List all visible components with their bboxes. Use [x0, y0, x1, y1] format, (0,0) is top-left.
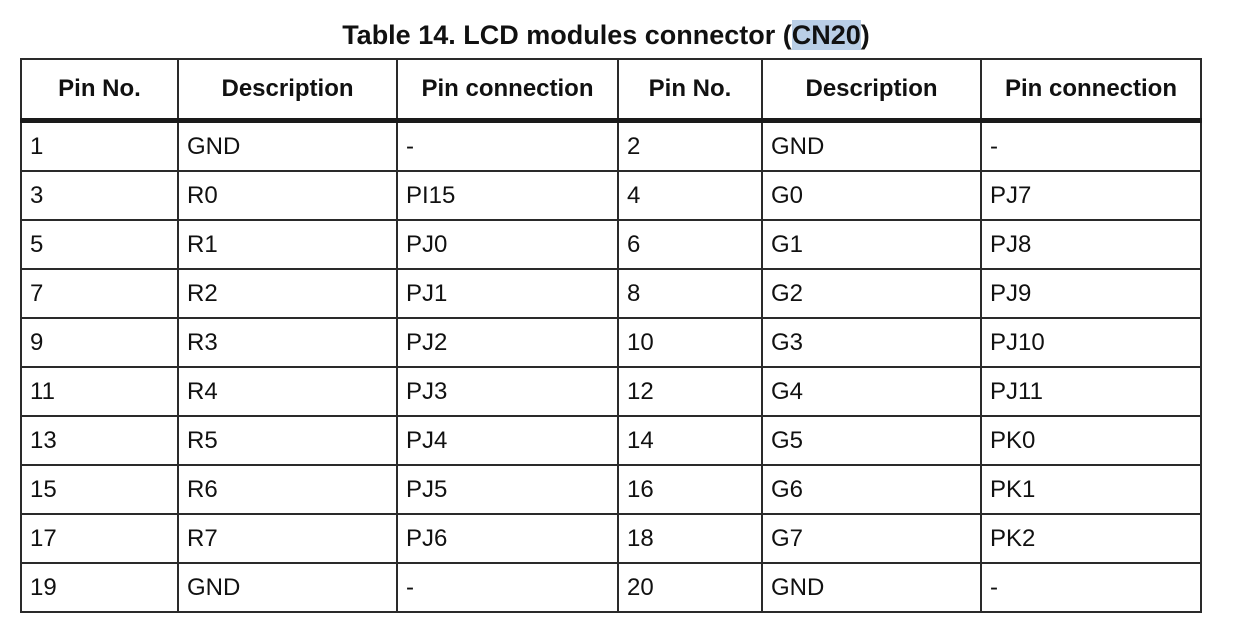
pin-no-cell: 5 — [20, 219, 179, 270]
description-cell: G7 — [761, 513, 982, 564]
description-cell: GND — [761, 562, 982, 613]
description-cell: R7 — [177, 513, 398, 564]
description-cell: R0 — [177, 170, 398, 221]
lcd-connector-table: Pin No. Description Pin connection Pin N… — [20, 58, 1202, 613]
description-cell: G3 — [761, 317, 982, 368]
pin-no-cell: 2 — [617, 119, 763, 172]
description-cell: R3 — [177, 317, 398, 368]
title-suffix: ) — [860, 20, 870, 50]
pin-connection-cell: - — [396, 562, 619, 613]
header-row: Pin No. Description Pin connection Pin N… — [20, 58, 1202, 123]
pin-no-cell: 1 — [20, 119, 179, 172]
pin-no-cell: 20 — [617, 562, 763, 613]
description-cell: G0 — [761, 170, 982, 221]
pin-connection-cell: PJ0 — [396, 219, 619, 270]
pin-no-cell: 19 — [20, 562, 179, 613]
description-cell: R1 — [177, 219, 398, 270]
pin-connection-cell: PJ1 — [396, 268, 619, 319]
pin-no-cell: 16 — [617, 464, 763, 515]
title-highlighted-text[interactable]: CN20 — [791, 20, 861, 50]
pin-connection-cell: PJ10 — [980, 317, 1202, 368]
pin-no-cell: 9 — [20, 317, 179, 368]
description-cell: R6 — [177, 464, 398, 515]
pin-connection-cell: - — [980, 562, 1202, 613]
header-description-right: Description — [761, 58, 982, 123]
table-title: Table 14. LCD modules connector (CN20) — [0, 17, 1212, 53]
pin-connection-cell: PJ5 — [396, 464, 619, 515]
pin-no-cell: 10 — [617, 317, 763, 368]
pin-no-cell: 4 — [617, 170, 763, 221]
pin-connection-cell: PJ4 — [396, 415, 619, 466]
pin-no-cell: 12 — [617, 366, 763, 417]
pin-no-cell: 14 — [617, 415, 763, 466]
pin-no-cell: 17 — [20, 513, 179, 564]
pin-no-cell: 15 — [20, 464, 179, 515]
header-pin-no-left: Pin No. — [20, 58, 179, 123]
header-description-left: Description — [177, 58, 398, 123]
pin-connection-cell: PK2 — [980, 513, 1202, 564]
pin-connection-cell: PJ2 — [396, 317, 619, 368]
pin-connection-cell: PK0 — [980, 415, 1202, 466]
pin-no-cell: 18 — [617, 513, 763, 564]
pin-connection-cell: PJ3 — [396, 366, 619, 417]
description-cell: GND — [177, 562, 398, 613]
pin-no-cell: 3 — [20, 170, 179, 221]
pin-no-cell: 7 — [20, 268, 179, 319]
pin-connection-cell: PJ8 — [980, 219, 1202, 270]
header-pin-connection-left: Pin connection — [396, 58, 619, 123]
pin-connection-cell: PI15 — [396, 170, 619, 221]
pin-connection-cell: PJ9 — [980, 268, 1202, 319]
description-cell: G5 — [761, 415, 982, 466]
pin-no-cell: 13 — [20, 415, 179, 466]
pin-connection-cell: PJ7 — [980, 170, 1202, 221]
description-cell: G4 — [761, 366, 982, 417]
description-cell: GND — [761, 119, 982, 172]
description-cell: G1 — [761, 219, 982, 270]
description-cell: R5 — [177, 415, 398, 466]
header-pin-no-right: Pin No. — [617, 58, 763, 123]
description-cell: G6 — [761, 464, 982, 515]
description-cell: GND — [177, 119, 398, 172]
pin-connection-cell: PJ11 — [980, 366, 1202, 417]
header-pin-connection-right: Pin connection — [980, 58, 1202, 123]
pin-connection-cell: PJ6 — [396, 513, 619, 564]
pin-connection-cell: - — [396, 119, 619, 172]
pin-no-cell: 8 — [617, 268, 763, 319]
description-cell: R4 — [177, 366, 398, 417]
pin-connection-cell: PK1 — [980, 464, 1202, 515]
pin-no-cell: 6 — [617, 219, 763, 270]
description-cell: G2 — [761, 268, 982, 319]
description-cell: R2 — [177, 268, 398, 319]
pin-connection-cell: - — [980, 119, 1202, 172]
pin-no-cell: 11 — [20, 366, 179, 417]
title-prefix: Table 14. LCD modules connector ( — [342, 20, 792, 50]
